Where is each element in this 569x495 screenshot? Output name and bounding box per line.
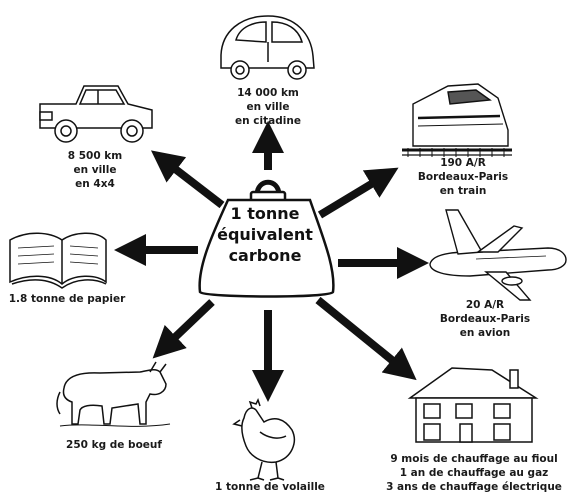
car-label-line-1: 14 000 km — [237, 87, 299, 99]
plane-label-line-1: 20 A/R — [465, 299, 505, 311]
arrow-to-train — [317, 167, 399, 219]
house-icon — [407, 367, 539, 443]
arrow-to-truck — [150, 150, 225, 209]
book-label-line-1: 1.8 tonne de papier — [8, 293, 126, 305]
high-speed-train-icon — [402, 83, 512, 157]
open-book-icon — [9, 232, 107, 289]
book-label: 1.8 tonne de papier — [4, 292, 130, 306]
chicken-label: 1 tonne de volaille — [205, 480, 335, 494]
house-label-line-3: 3 ans de chauffage électrique — [386, 481, 562, 493]
weight-icon — [198, 179, 335, 298]
plane-label-line-3: en avion — [459, 327, 511, 339]
center-label: 1 tonne équivalent carbone — [205, 203, 325, 266]
cow-label: 250 kg de boeuf — [54, 438, 174, 452]
pickup-truck-icon — [39, 85, 153, 143]
train-label-line-2: Bordeaux-Paris — [417, 171, 509, 183]
plane-label: 20 A/R Bordeaux-Paris en avion — [430, 298, 540, 340]
airplane-icon — [429, 209, 567, 301]
center-line-2: équivalent — [217, 225, 313, 244]
car-label-line-2: en ville — [246, 101, 290, 113]
plane-label-line-2: Bordeaux-Paris — [439, 313, 531, 325]
cow-label-line-1: 250 kg de boeuf — [66, 439, 162, 451]
chicken-icon — [232, 398, 296, 481]
truck-label: 8 500 km en ville en 4x4 — [50, 149, 140, 191]
cow-icon — [56, 361, 171, 427]
car-label-line-3: en citadine — [235, 115, 301, 127]
center-line-3: carbone — [228, 246, 302, 265]
truck-label-line-2: en ville — [73, 164, 117, 176]
center-line-1: 1 tonne — [230, 204, 300, 223]
car-label: 14 000 km en ville en citadine — [222, 86, 314, 128]
house-label: 9 mois de chauffage au fioul 1 an de cha… — [384, 452, 564, 494]
train-label: 190 A/R Bordeaux-Paris en train — [408, 156, 518, 198]
small-car-icon — [220, 15, 315, 80]
train-label-line-3: en train — [439, 185, 487, 197]
chicken-label-line-1: 1 tonne de volaille — [215, 481, 325, 493]
arrow-to-house — [315, 296, 417, 381]
truck-label-line-3: en 4x4 — [75, 178, 115, 190]
house-label-line-2: 1 an de chauffage au gaz — [399, 467, 549, 479]
truck-label-line-1: 8 500 km — [67, 150, 123, 162]
arrows — [114, 121, 429, 402]
train-label-line-1: 190 A/R — [440, 157, 486, 169]
arrow-to-cow — [152, 299, 215, 359]
house-label-line-1: 9 mois de chauffage au fioul — [390, 453, 558, 465]
